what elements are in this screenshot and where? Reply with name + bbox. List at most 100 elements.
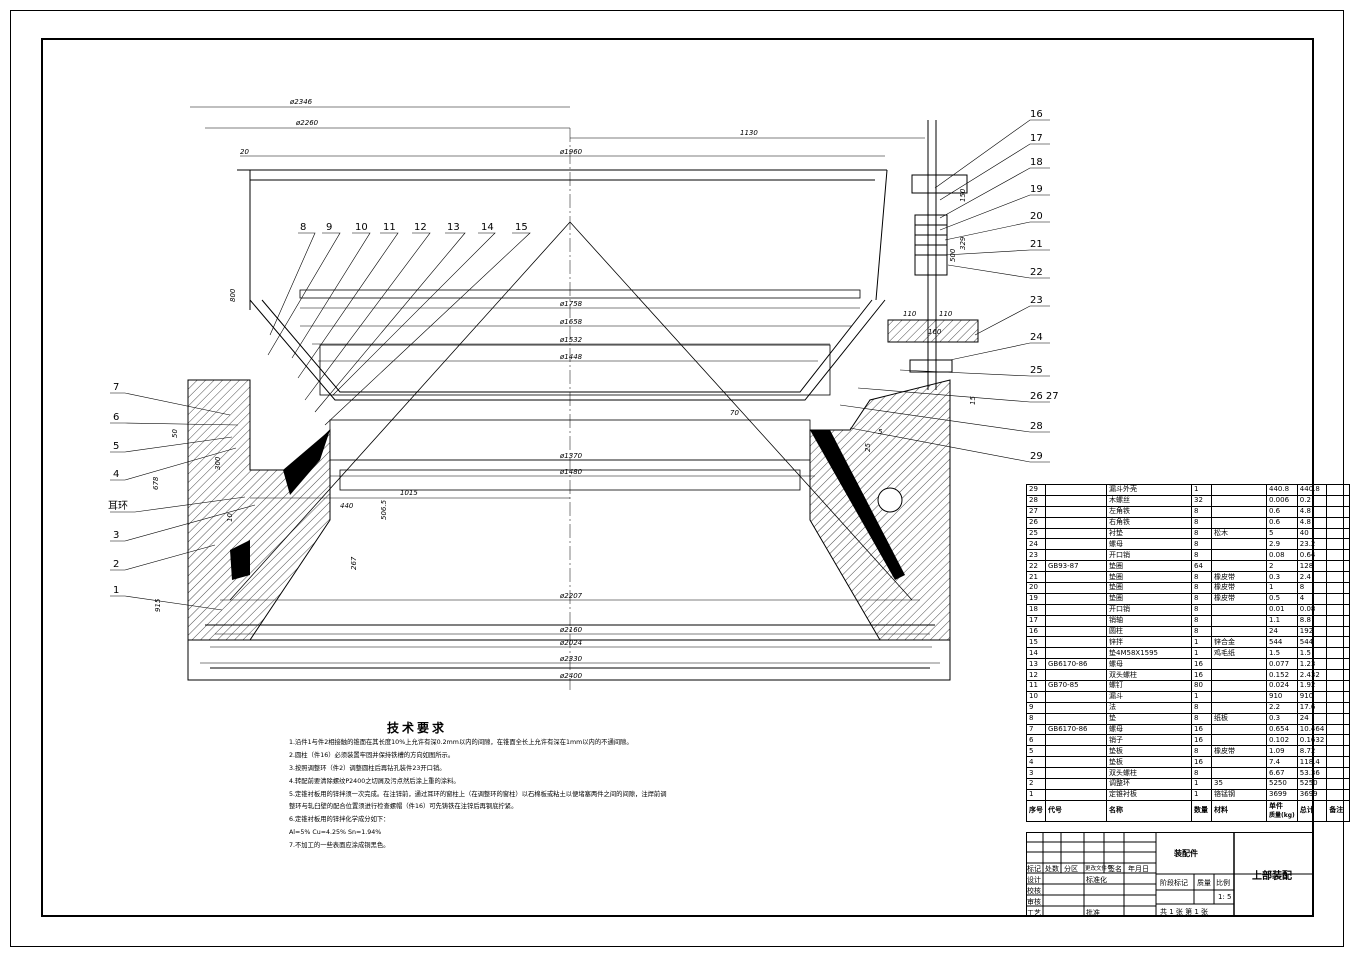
callout-5: 5 [113,441,119,452]
callout-3: 3 [113,530,119,541]
callout-9: 9 [326,222,332,233]
callout-16: 16 [1030,109,1043,120]
dim-678: 678 [152,476,160,490]
dim-2330: ø2330 [559,655,583,663]
dim-5: 5 [878,428,883,436]
tech-item-6: 6.定锥衬板用的锌拌化学成分如下： [289,816,390,824]
dimension-lines [188,106,950,681]
callout-19: 19 [1030,184,1043,195]
callout-13: 13 [447,222,460,233]
dim-440: 440 [340,502,354,510]
dim-300: 300 [214,456,222,470]
row-check: 校核 [1027,887,1041,895]
dim-150: 150 [959,188,967,202]
callout-22: 22 [1030,267,1043,278]
row-review: 审核 [1027,898,1041,906]
callout-18: 18 [1030,157,1043,168]
callout-28: 28 [1030,421,1043,432]
col-mark: 标记 [1027,865,1041,873]
callout-14: 14 [481,222,494,233]
dim-2400: ø2400 [559,672,583,680]
dim-2024: ø2024 [559,639,582,647]
leader-lines [110,119,1050,611]
dim-800: 800 [229,288,237,302]
bolt-assembly [887,120,979,390]
dim-500: 500 [949,248,957,262]
dim-160: 160 [928,328,942,336]
dim-1758: ø1758 [559,300,583,308]
dim-10: 10 [226,513,234,522]
callout-25: 25 [1030,365,1043,376]
dim-15: 15 [969,396,977,405]
dim-1480: ø1480 [559,468,583,476]
drawing-frame [41,38,1314,917]
callout-6: 6 [113,412,119,423]
callout-26-27: 26 27 [1030,391,1059,402]
col-change-doc: 更改文件号 [1085,866,1113,872]
tech-title: 技术要求 [387,721,448,735]
dim-1370: ø1370 [559,452,583,460]
hopper-shell [237,169,888,401]
tech-item-3: 3.按照调整环（件2）调整圆柱后再钻孔装件23开口销。 [289,764,446,772]
title-block: 装配件 上部装配 阶段标记 质量 比例 1: 5 共 1 张 第 1 张 标记 … [1026,832,1314,917]
dim-2346: ø2346 [289,98,313,106]
dim-1015: 1015 [400,489,418,497]
tech-item-4: 4.转配前要清除螺纹P2400之切屑及污点然后涂上重的涂料。 [289,777,460,785]
callout-20: 20 [1030,211,1043,222]
callout-ear-ring: 耳环 [108,500,128,512]
tech-item-6b: Al=5% Cu=4.25% Sn=1.94% [289,829,382,837]
tech-item-1: 1.沿件1与件2相接触的锥面在其长度10%上允许有深0.2mm以内的间隙，在锥面… [289,738,633,746]
dimension-labels: ø2346 ø2260 1130 ø1960 20 ø1758 ø1658 ø1… [152,98,977,680]
col-zone: 分区 [1064,865,1078,873]
callout-23: 23 [1030,295,1043,306]
sheet-count: 共 1 张 第 1 张 [1160,908,1209,916]
dim-25: 25 [864,443,872,452]
callout-15: 15 [515,222,528,233]
dim-1658: ø1658 [559,318,583,326]
dim-2160: ø2160 [559,626,583,634]
dim-20: 20 [240,148,249,156]
row-design: 设计 [1027,876,1041,884]
dim-70: 70 [730,409,739,417]
drawing-name: 上部装配 [1252,871,1292,882]
callouts-right: 16 17 18 19 20 21 22 23 24 25 26 27 28 2… [1030,109,1059,462]
technical-requirements: 技术要求 1.沿件1与件2相接触的锥面在其长度10%上允许有深0.2mm以内的间… [289,722,669,853]
adjusting-ring-right [809,379,951,641]
callout-8: 8 [300,222,306,233]
callouts-left: 7 6 5 4 耳环 3 2 1 [108,382,128,596]
col-sign: 签名 [1108,865,1122,873]
dim-1130: 1130 [740,129,758,137]
col-count: 处数 [1045,865,1059,873]
stage-mark: 阶段标记 [1160,879,1188,887]
dim-1532: ø1532 [559,336,583,344]
dim-2207: ø2207 [559,592,583,600]
callout-29: 29 [1030,451,1043,462]
dim-1960: ø1960 [559,148,583,156]
title-block-grid [1026,832,1314,917]
